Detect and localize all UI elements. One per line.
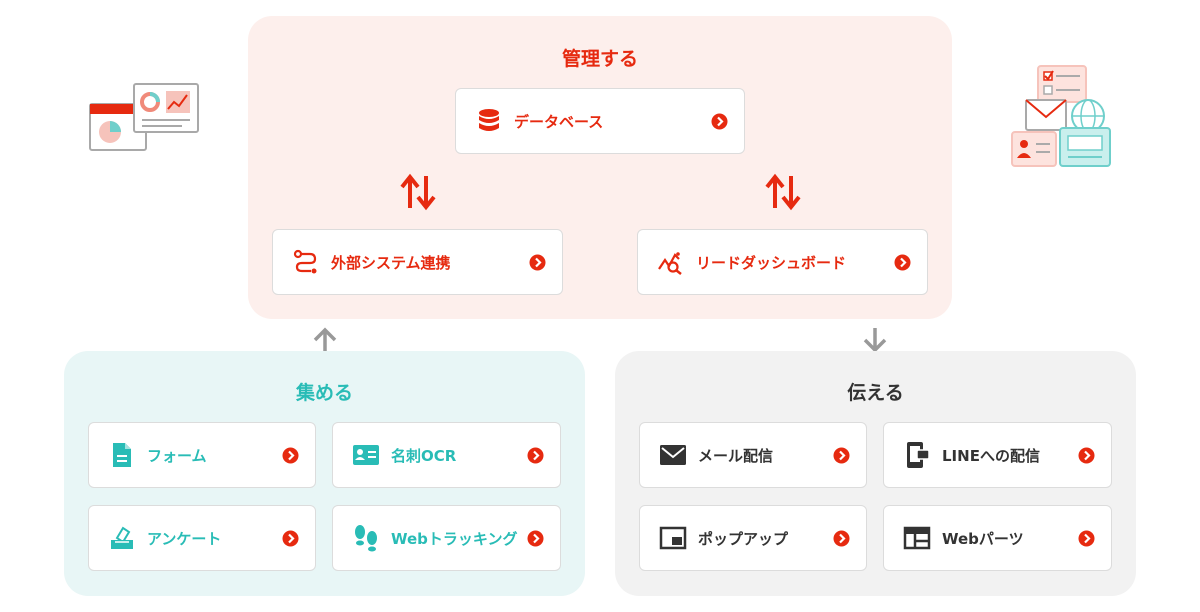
database-card[interactable]: データベース bbox=[455, 88, 745, 154]
line-label: LINEへの配信 bbox=[942, 446, 1040, 465]
web-tracking-label: Webトラッキング bbox=[391, 529, 518, 548]
arrow-down-icon bbox=[863, 328, 887, 353]
card-ocr-card[interactable]: 名刺OCR bbox=[332, 422, 561, 488]
footprints-icon bbox=[351, 523, 381, 553]
card-ocr-label: 名刺OCR bbox=[391, 446, 457, 465]
communication-illustration-icon bbox=[1011, 65, 1111, 167]
arrow-circle-right-icon bbox=[833, 447, 850, 463]
arrow-up-icon bbox=[313, 327, 337, 352]
dashboard-card[interactable]: リードダッシュボード bbox=[637, 229, 928, 295]
web-tracking-card[interactable]: Webトラッキング bbox=[332, 505, 561, 571]
arrow-circle-right-icon bbox=[527, 530, 544, 546]
integration-card[interactable]: 外部システム連携 bbox=[272, 229, 563, 295]
analytics-search-icon bbox=[656, 247, 686, 277]
business-card-icon bbox=[351, 440, 381, 470]
arrow-circle-right-icon bbox=[282, 530, 299, 546]
route-icon bbox=[291, 247, 321, 277]
swap-vertical-icon bbox=[765, 173, 801, 211]
popup-window-icon bbox=[658, 523, 688, 553]
survey-card[interactable]: アンケート bbox=[88, 505, 316, 571]
web-parts-card[interactable]: Webパーツ bbox=[883, 505, 1112, 571]
survey-label: アンケート bbox=[147, 529, 222, 548]
form-label: フォーム bbox=[147, 446, 207, 465]
arrow-circle-right-icon bbox=[1078, 530, 1095, 546]
integration-label: 外部システム連携 bbox=[331, 253, 451, 272]
arrow-circle-right-icon bbox=[527, 447, 544, 463]
analytics-illustration-icon bbox=[89, 83, 199, 151]
manage-panel: 管理する データベース 外部システム連携 bbox=[248, 16, 952, 319]
deliver-title: 伝える bbox=[847, 382, 904, 404]
ballot-box-icon bbox=[107, 523, 137, 553]
document-icon bbox=[107, 440, 137, 470]
arrow-circle-right-icon bbox=[894, 254, 911, 270]
popup-label: ポップアップ bbox=[698, 529, 789, 548]
collect-panel: 集める フォーム 名刺OCR bbox=[64, 351, 585, 596]
form-card[interactable]: フォーム bbox=[88, 422, 316, 488]
arrow-circle-right-icon bbox=[711, 113, 728, 129]
email-label: メール配信 bbox=[698, 446, 774, 465]
web-layout-icon bbox=[902, 523, 932, 553]
arrow-circle-right-icon bbox=[1078, 447, 1095, 463]
swap-vertical-icon bbox=[400, 173, 436, 211]
database-icon bbox=[474, 106, 504, 136]
arrow-circle-right-icon bbox=[529, 254, 546, 270]
manage-title: 管理する bbox=[561, 48, 638, 70]
arrow-circle-right-icon bbox=[833, 530, 850, 546]
web-parts-label: Webパーツ bbox=[942, 529, 1024, 548]
dashboard-label: リードダッシュボード bbox=[696, 253, 847, 272]
mobile-message-icon bbox=[902, 440, 932, 470]
collect-title: 集める bbox=[295, 382, 353, 404]
email-card[interactable]: メール配信 bbox=[639, 422, 867, 488]
popup-card[interactable]: ポップアップ bbox=[639, 505, 867, 571]
database-label: データベース bbox=[514, 112, 604, 131]
envelope-icon bbox=[658, 440, 688, 470]
line-card[interactable]: LINEへの配信 bbox=[883, 422, 1112, 488]
deliver-panel: 伝える メール配信 LINEへの配信 ポップアップ bbox=[615, 351, 1136, 596]
arrow-circle-right-icon bbox=[282, 447, 299, 463]
